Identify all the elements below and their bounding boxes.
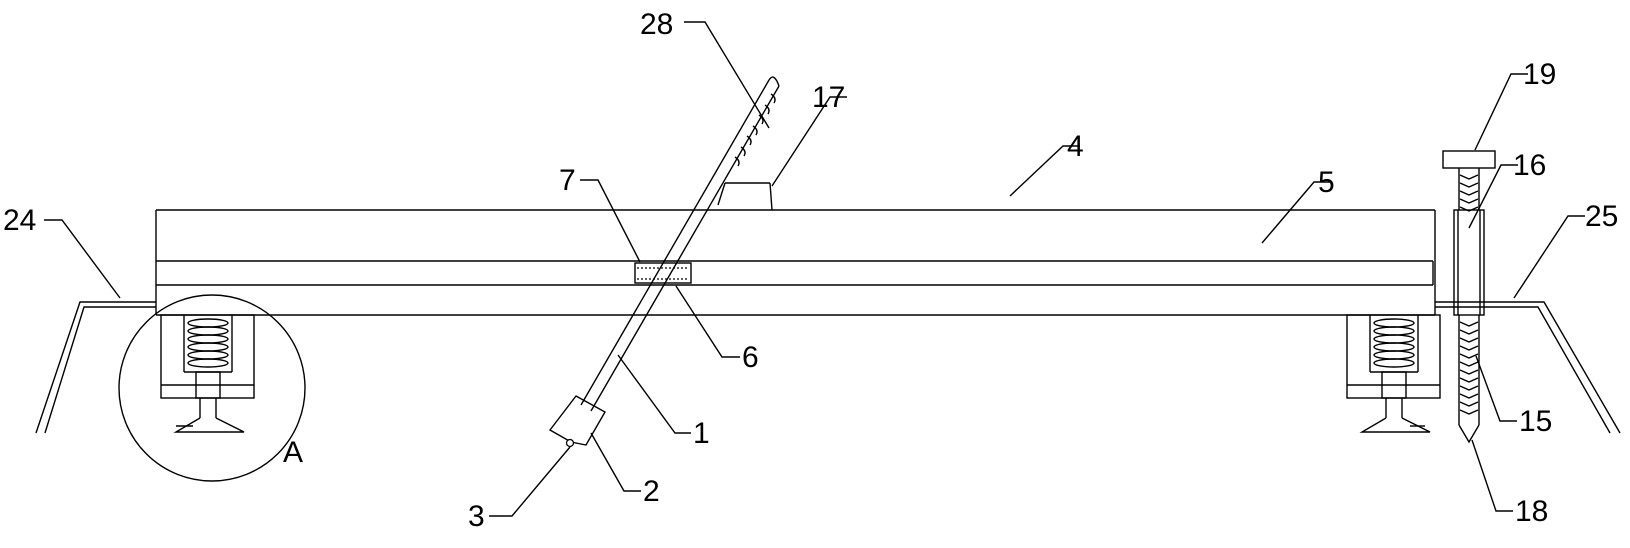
left-spring-support (160, 314, 255, 433)
callout-5: 5 (1318, 166, 1335, 199)
callout-24: 24 (3, 204, 36, 237)
screw-thread (1459, 321, 1479, 415)
callout-16: 16 (1513, 149, 1546, 182)
screw-tip (1458, 424, 1480, 444)
callout-labels: 28 17 4 5 19 16 7 24 25 6 1 2 3 15 18 A (3, 8, 1618, 533)
top-bracket (717, 182, 773, 211)
callout-25: 25 (1585, 200, 1618, 233)
callout-6: 6 (742, 341, 759, 374)
pivot-pin (565, 438, 575, 448)
callout-28: 28 (640, 8, 673, 41)
callout-17: 17 (812, 81, 845, 114)
callout-19: 19 (1523, 58, 1556, 91)
callout-4: 4 (1067, 130, 1084, 163)
rod-end-head (548, 395, 606, 448)
right-spring-support (1346, 314, 1441, 433)
callout-3: 3 (468, 500, 485, 533)
slider-block (634, 262, 692, 284)
right-foot-plate (1435, 301, 1621, 434)
screw-assembly (1442, 150, 1496, 444)
right-spring (1373, 318, 1415, 368)
callout-7: 7 (559, 164, 576, 197)
callout-1: 1 (693, 417, 710, 450)
rod-grip-hatching (734, 93, 776, 167)
callout-15: 15 (1519, 405, 1552, 438)
diagonal-rod (580, 76, 780, 412)
screw-housing (1453, 209, 1485, 316)
detail-circle-a (118, 294, 306, 482)
main-beam (155, 209, 1436, 316)
callout-2: 2 (643, 475, 660, 508)
left-foot-plate (35, 301, 156, 434)
left-spring (187, 318, 229, 368)
guide-slot (156, 260, 1434, 286)
callout-A: A (283, 436, 303, 469)
screw-knob (1442, 150, 1496, 169)
callout-18: 18 (1515, 495, 1548, 528)
leader-lines (44, 21, 1585, 517)
